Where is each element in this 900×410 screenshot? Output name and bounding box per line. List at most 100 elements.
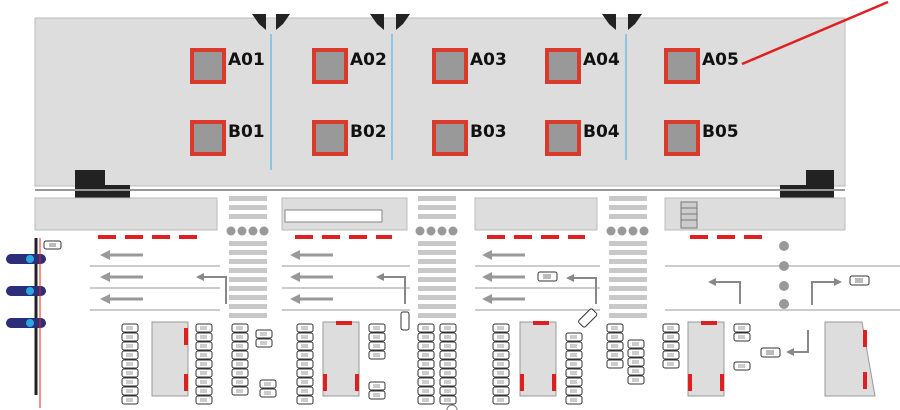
pillar: A04 xyxy=(545,48,620,84)
parked-car xyxy=(231,377,249,387)
parked-car xyxy=(627,366,645,376)
parking-block xyxy=(687,321,725,397)
parked-car xyxy=(296,332,314,342)
parked-car xyxy=(417,350,435,360)
ticket-machine xyxy=(284,209,383,223)
parked-car xyxy=(733,332,751,342)
parked-car xyxy=(195,395,213,405)
parked-car xyxy=(231,350,249,360)
crosswalk-icon xyxy=(226,196,649,318)
parked-car xyxy=(627,375,645,385)
pillar-core xyxy=(316,52,344,80)
parked-car xyxy=(417,332,435,342)
pillar-label: B03 xyxy=(470,122,507,142)
parked-car xyxy=(662,323,680,333)
parked-car xyxy=(255,338,273,348)
pillar-core xyxy=(436,124,464,152)
parked-car xyxy=(296,395,314,405)
parked-car xyxy=(296,359,314,369)
parked-car xyxy=(662,341,680,351)
parked-car xyxy=(231,368,249,378)
parked-car xyxy=(368,381,386,391)
parked-car xyxy=(439,323,457,333)
lane-arrow xyxy=(290,294,333,304)
crosswalk xyxy=(606,196,649,318)
parked-car xyxy=(368,341,386,351)
car-icon xyxy=(849,275,870,286)
parked-car xyxy=(492,395,510,405)
parked-car xyxy=(662,332,680,342)
kiosk-icon xyxy=(680,201,698,229)
crosswalk xyxy=(226,196,269,318)
lane-lines xyxy=(90,265,900,311)
parked-car xyxy=(417,386,435,396)
car-icon xyxy=(537,271,558,282)
parked-car xyxy=(439,341,457,351)
pillar-core xyxy=(436,52,464,80)
pillar-core xyxy=(316,124,344,152)
bollard xyxy=(259,226,269,236)
parked-car xyxy=(439,368,457,378)
parked-car xyxy=(606,359,624,369)
car-icon xyxy=(760,347,781,358)
parked-car xyxy=(417,359,435,369)
parked-car xyxy=(565,377,583,387)
parked-car xyxy=(296,368,314,378)
parked-car xyxy=(733,323,751,333)
parked-car xyxy=(439,395,457,405)
parked-car xyxy=(606,341,624,351)
parked-car xyxy=(417,341,435,351)
parked-car xyxy=(255,329,273,339)
parked-car xyxy=(195,368,213,378)
pillar: A02 xyxy=(312,48,387,84)
parked-car xyxy=(565,350,583,360)
pillar-core xyxy=(668,124,696,152)
lower-platform-segment xyxy=(34,197,218,231)
parked-car xyxy=(492,386,510,396)
parking-block xyxy=(322,321,360,397)
parked-car xyxy=(662,350,680,360)
pillar: B03 xyxy=(432,120,507,156)
pillar-label: B04 xyxy=(583,122,620,142)
parked-car xyxy=(565,368,583,378)
pillar-core xyxy=(549,124,577,152)
bollard xyxy=(248,226,258,236)
parked-car xyxy=(565,341,583,351)
pointer-line xyxy=(741,0,889,66)
parked-car xyxy=(195,350,213,360)
car-icon xyxy=(400,311,410,331)
bollard xyxy=(606,226,616,236)
pillar-label: B02 xyxy=(350,122,387,142)
bollard xyxy=(437,226,447,236)
parked-car xyxy=(606,323,624,333)
parked-car xyxy=(231,323,249,333)
parked-car xyxy=(121,350,139,360)
parked-car xyxy=(492,341,510,351)
pillar-core xyxy=(194,124,222,152)
parking-block xyxy=(824,321,876,397)
parked-car xyxy=(439,386,457,396)
arrow-icon xyxy=(100,250,525,304)
pillar-label: A01 xyxy=(228,50,265,70)
parked-car xyxy=(627,339,645,349)
pillar: B04 xyxy=(545,120,620,156)
parked-car xyxy=(662,359,680,369)
turn-arrow-heads xyxy=(196,273,842,356)
parked-car xyxy=(565,359,583,369)
pillar-core xyxy=(549,52,577,80)
parked-car xyxy=(121,332,139,342)
median-bollards xyxy=(779,241,789,309)
parked-car xyxy=(231,332,249,342)
parked-car xyxy=(195,386,213,396)
parking-block xyxy=(519,321,557,397)
parked-car xyxy=(492,359,510,369)
parked-car xyxy=(492,332,510,342)
traffic-light-icon xyxy=(6,238,46,395)
bollard xyxy=(426,226,436,236)
parked-car xyxy=(368,323,386,333)
bollard xyxy=(448,226,458,236)
parked-car xyxy=(492,350,510,360)
parked-car xyxy=(492,368,510,378)
